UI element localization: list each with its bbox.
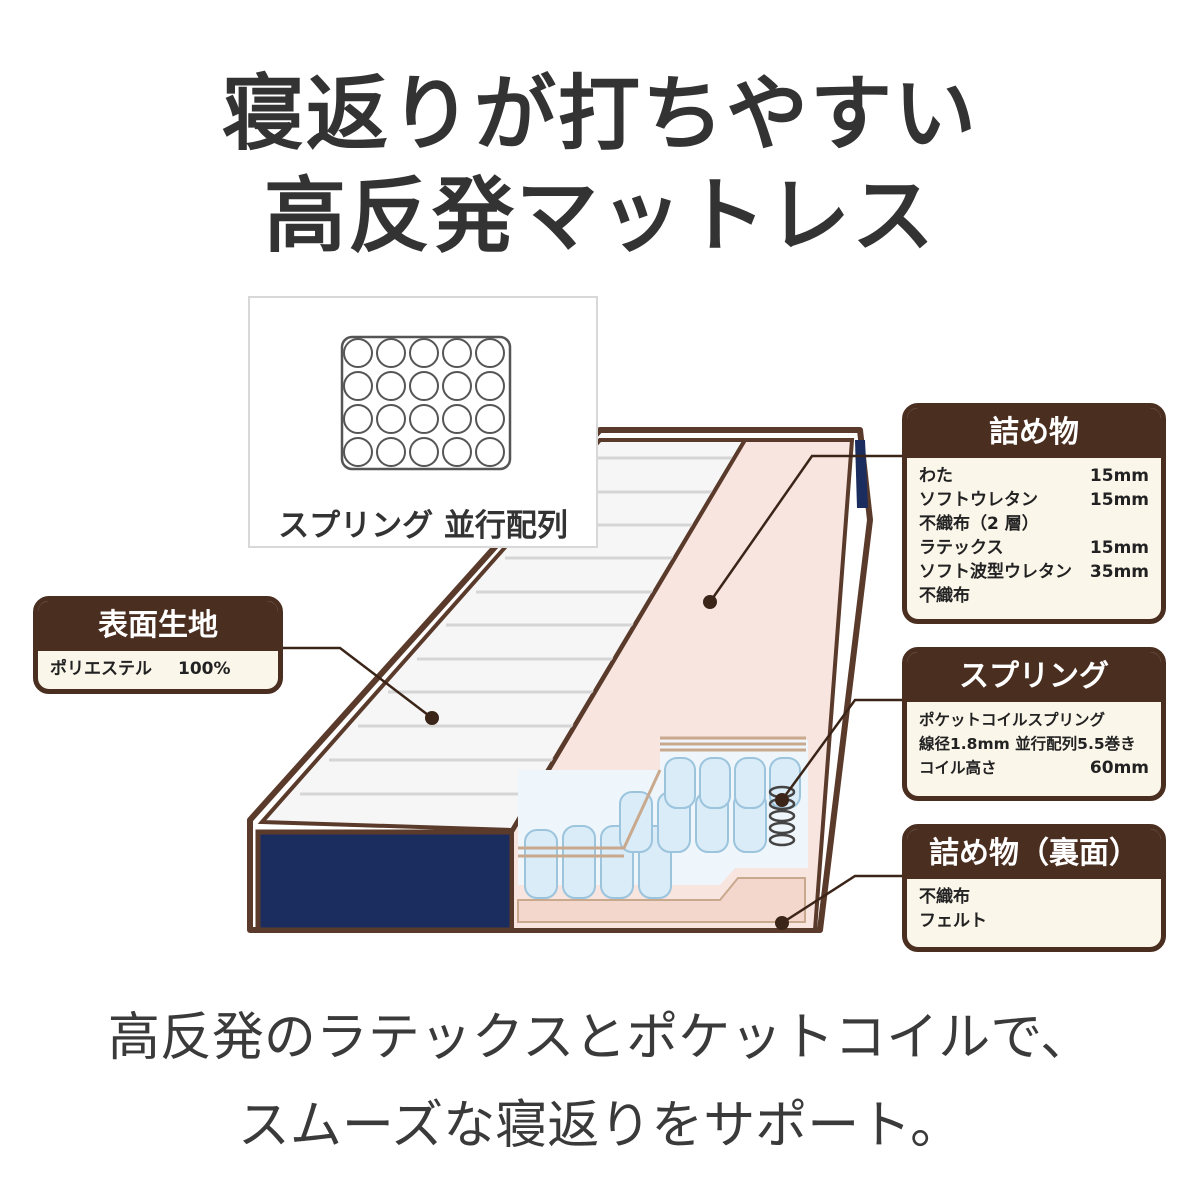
tagline-line-1: 高反発のラテックスとポケットコイルで、 <box>107 1008 1093 1068</box>
callout-spring-heading: スプリング <box>907 652 1161 702</box>
callout-filling-heading: 詰め物 <box>907 408 1161 458</box>
row-value: 15mm <box>1089 538 1149 558</box>
coil-circle <box>343 338 373 368</box>
row-name: 線径1.8mm 並行配列5.5巻き <box>919 735 1136 753</box>
callout-surface-heading: 表面生地 <box>38 601 278 651</box>
leader-dots <box>425 595 789 930</box>
callout-row: わた 15mm <box>919 464 1149 488</box>
row-name: わた <box>919 466 953 486</box>
coil-grid-diagram <box>340 335 512 471</box>
row-name: ソフトウレタン <box>919 490 1038 510</box>
coil-circle <box>409 437 439 467</box>
callout-back-filling: 詰め物（裏面） 不織布 フェルト <box>902 824 1166 952</box>
mattress-side-navy <box>255 829 515 933</box>
coil-circle <box>343 404 373 434</box>
spring-layout-label: スプリング 並行配列 <box>278 508 568 544</box>
callout-back-body: 不織布 フェルト <box>907 879 1161 941</box>
callout-row: 不織布 <box>919 885 1149 909</box>
callout-row: コイル高さ 60mm <box>919 756 1149 780</box>
coil-circle <box>409 404 439 434</box>
row-name: フェルト <box>919 911 987 931</box>
coil-circle <box>442 338 472 368</box>
leader-lines <box>282 454 905 925</box>
coil-circle <box>442 404 472 434</box>
coil-circle <box>475 338 505 368</box>
row-name: 不織布 <box>919 887 970 907</box>
coil-grid-frame <box>340 335 512 471</box>
row-name: 不織布 <box>919 586 970 606</box>
callout-row: ソフト波型ウレタン 35mm <box>919 560 1149 584</box>
row-name: ポケットコイルスプリング <box>919 711 1106 729</box>
coil-circle <box>442 371 472 401</box>
row-value: 15mm <box>1089 466 1149 486</box>
headline-line-2: 高反発マットレス <box>263 169 936 264</box>
callout-row: フェルト <box>919 909 1149 933</box>
headline-line-1: 寝返りが打ちやすい <box>221 67 978 162</box>
coil-circle <box>376 338 406 368</box>
coil-circle <box>475 437 505 467</box>
callout-row: ソフトウレタン 15mm <box>919 488 1149 512</box>
callout-filling: 詰め物 わた 15mm ソフトウレタン 15mm 不織布（2 層） ラテックス 15m… <box>902 403 1166 624</box>
coil-circle <box>409 338 439 368</box>
callout-row: 線径1.8mm 並行配列5.5巻き <box>919 732 1149 756</box>
row-name: ソフト波型ウレタン <box>919 562 1072 582</box>
coil-circle <box>409 371 439 401</box>
callout-row: ポリエステル 100% <box>50 657 266 681</box>
callout-surface-body: ポリエステル 100% <box>38 651 278 689</box>
row-name: 不織布（2 層） <box>919 514 1039 534</box>
exposed-coil <box>768 785 796 847</box>
row-name: コイル高さ <box>919 759 997 777</box>
callout-row: 不織布 <box>919 584 1149 608</box>
row-value: 15mm <box>1089 490 1149 510</box>
tagline-line-2: スムーズな寝返りをサポート。 <box>237 1096 963 1156</box>
coil-circle <box>475 371 505 401</box>
callout-row: ラテックス 15mm <box>919 536 1149 560</box>
callout-row: 不織布（2 層） <box>919 512 1149 536</box>
row-value: 100% <box>178 659 231 679</box>
coil-circle <box>343 437 373 467</box>
mattress-cutaway-illustration <box>247 427 905 933</box>
row-value: 60mm <box>1089 758 1149 778</box>
callout-spring: スプリング ポケットコイルスプリング 線径1.8mm 並行配列5.5巻き コイル… <box>902 647 1166 801</box>
callout-surface-fabric: 表面生地 ポリエステル 100% <box>33 596 283 694</box>
felt-layer <box>517 877 806 923</box>
coil-circle <box>376 371 406 401</box>
row-name: ラテックス <box>919 538 1004 558</box>
cutaway-interior <box>510 438 855 932</box>
row-value: 35mm <box>1089 562 1149 582</box>
callout-row: ポケットコイルスプリング <box>919 708 1149 732</box>
mattress-side-strip <box>855 440 868 508</box>
spring-layout-inset: スプリング 並行配列 <box>248 296 598 548</box>
coil-circle <box>376 437 406 467</box>
callout-filling-body: わた 15mm ソフトウレタン 15mm 不織布（2 層） ラテックス 15mm ソフ… <box>907 458 1161 616</box>
coil-circle <box>475 404 505 434</box>
callout-back-heading: 詰め物（裏面） <box>907 829 1161 879</box>
coil-circle <box>343 371 373 401</box>
row-name: ポリエステル <box>50 659 152 679</box>
coil-circle <box>376 404 406 434</box>
filling-layers <box>518 736 806 858</box>
callout-spring-body: ポケットコイルスプリング 線径1.8mm 並行配列5.5巻き コイル高さ 60mm <box>907 702 1161 788</box>
coil-circle <box>442 437 472 467</box>
